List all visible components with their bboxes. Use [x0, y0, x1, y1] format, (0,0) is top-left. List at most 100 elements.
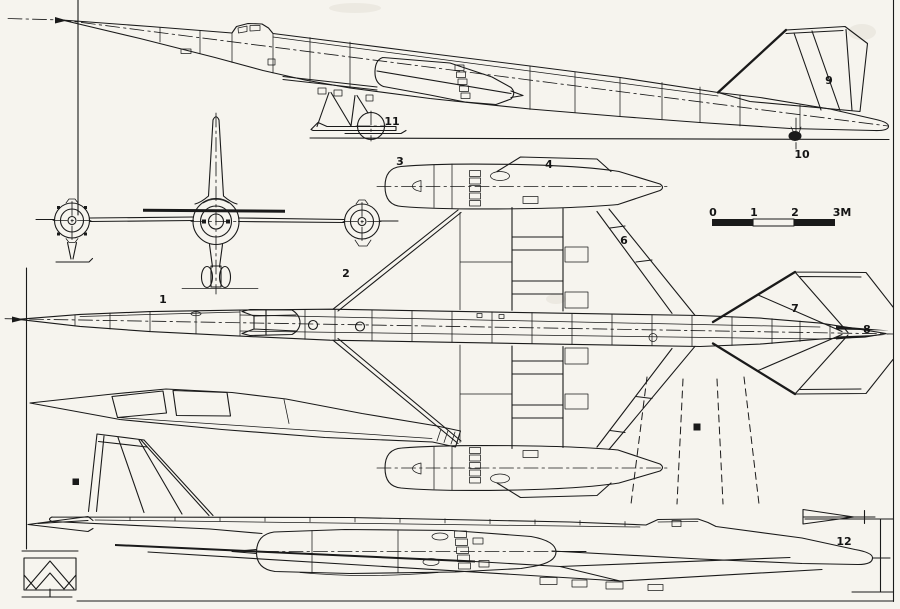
- fin-leading-edge-heavy: [143, 439, 214, 517]
- nacelle-panel-ladder: [454, 64, 471, 99]
- scan-smudge: [329, 3, 381, 13]
- nacelle-hub: [67, 215, 77, 226]
- wing-root-dark-streak: [115, 544, 475, 563]
- aileron-hinge-line: [596, 210, 673, 314]
- nacelle-ladder-panels: [469, 447, 481, 484]
- callout-6: 6: [620, 234, 628, 247]
- canopy-arc-front: [202, 198, 230, 204]
- ground-line: [309, 137, 890, 141]
- callout-8: 8: [863, 323, 871, 336]
- scale-label-0: 0: [709, 206, 717, 219]
- publisher-logo: [21, 550, 79, 598]
- nacelle-intake-d: [412, 445, 539, 491]
- twin-wheel-right: [218, 265, 232, 289]
- wing-leading-edge: [332, 337, 462, 445]
- twin-wheel-left: [200, 265, 214, 289]
- callout-4: 4: [545, 158, 553, 171]
- nacelle-vent-oval: [431, 532, 449, 541]
- callout-10: 10: [794, 148, 810, 161]
- callout-1: 1: [159, 293, 167, 306]
- tailplane-front-bar: [143, 208, 285, 213]
- right-wingtip-nacelle-front: [342, 199, 399, 247]
- plan-centerline: [4, 318, 894, 335]
- nacelle-axes: [52, 201, 92, 240]
- pylon-fairing: [496, 482, 612, 499]
- side-view-centerline: [7, 18, 889, 127]
- projection-dashed-lines: [630, 376, 760, 505]
- underwing-nacelle: [231, 528, 587, 576]
- flap-panel-band: [511, 345, 564, 450]
- pitot-detail: [802, 508, 876, 525]
- front-view: [35, 112, 399, 295]
- vertical-fin-bottom-view: [72, 433, 214, 517]
- wing-lower-half: [332, 337, 696, 451]
- fuselage-hatches: [180, 48, 374, 102]
- fuselage-outline: [61, 19, 890, 132]
- canopy-bottom-view: [657, 520, 699, 527]
- nose-tip-mark: [55, 17, 67, 24]
- callout-12: 12: [836, 535, 851, 548]
- nacelle-vent-oval: [422, 558, 440, 566]
- callout-9: 9: [825, 74, 833, 87]
- callout-2: 2: [342, 267, 350, 280]
- scale-segment-1-2: [752, 218, 795, 227]
- frame-lines: [25, 0, 895, 603]
- scale-label-3m: 3M: [833, 206, 852, 219]
- vertical-fin-side: [717, 25, 869, 113]
- exhaust-spike: [231, 548, 258, 555]
- flap-panel-band: [511, 206, 564, 312]
- plan-fuselage-outline: [17, 308, 887, 348]
- stab-outline-lower: [756, 333, 894, 395]
- fuselage-outline-bottom-view: [48, 516, 874, 566]
- nacelle-panels: [299, 530, 439, 576]
- logo-chevron-outer: [25, 560, 75, 590]
- cockpit-canopy-plan: [241, 308, 301, 337]
- fuselage-panel-ticks: [129, 516, 626, 527]
- nacelle-axes: [342, 202, 382, 241]
- tail-bumper-strut: [790, 126, 802, 134]
- pitot-cone: [802, 508, 855, 525]
- tail-dark-slivers: [836, 326, 889, 340]
- reference-square-mark: [72, 478, 79, 485]
- logo-box: [23, 557, 77, 591]
- flap-actuator-boxes: [564, 347, 589, 410]
- nacelle-vent-oval: [490, 473, 510, 484]
- spine-hatches: [476, 313, 505, 319]
- scan-smudge: [546, 294, 566, 304]
- aileron-hinge-line: [596, 347, 673, 448]
- nose-gear-front: [181, 243, 259, 289]
- nacelle-corner-nubs: [57, 206, 87, 236]
- fuselage-side-ticks: [202, 219, 230, 224]
- plan-fuselage-inner-lines: [79, 311, 821, 340]
- nacelle-ladder-panels: [469, 170, 481, 207]
- fin-leading-edge: [716, 28, 788, 94]
- wingtip-nacelle-plan-lower: [376, 444, 671, 499]
- nacelle-vent-oval: [490, 171, 510, 181]
- scale-label-2: 2: [791, 206, 799, 219]
- fuselage-second-line: [94, 519, 641, 528]
- scan-smudge: [848, 24, 876, 40]
- wing-trailing-edge: [608, 208, 696, 316]
- canopy-detail-view: [29, 388, 462, 448]
- scale-label-1: 1: [750, 206, 758, 219]
- nacelle-intake-d: [412, 163, 539, 209]
- tailplane-plan: [711, 270, 894, 396]
- plan-panel-lines: [74, 308, 831, 347]
- fuselage-spine-line: [272, 36, 719, 97]
- tailplane-tip-side: [27, 515, 94, 533]
- stab-outline-upper: [756, 271, 894, 334]
- outrigger-skid: [55, 241, 94, 263]
- logo-chevron-inner: [35, 572, 65, 590]
- fuselage-porthole: [648, 333, 658, 342]
- nacelle-ladder-panels: [454, 530, 471, 570]
- flap-actuator-boxes: [564, 246, 589, 309]
- canopy-windows: [111, 389, 232, 419]
- pylon-fairing: [496, 156, 612, 173]
- margin-bracket: [804, 518, 894, 593]
- wingtip-nacelle-plan-upper: [376, 156, 671, 210]
- nacelle-bumps: [65, 198, 79, 243]
- wing-rib-lines: [459, 344, 513, 443]
- side-view: [7, 17, 890, 150]
- plan-view: [4, 156, 894, 505]
- canopy-frame-lines: [117, 399, 456, 445]
